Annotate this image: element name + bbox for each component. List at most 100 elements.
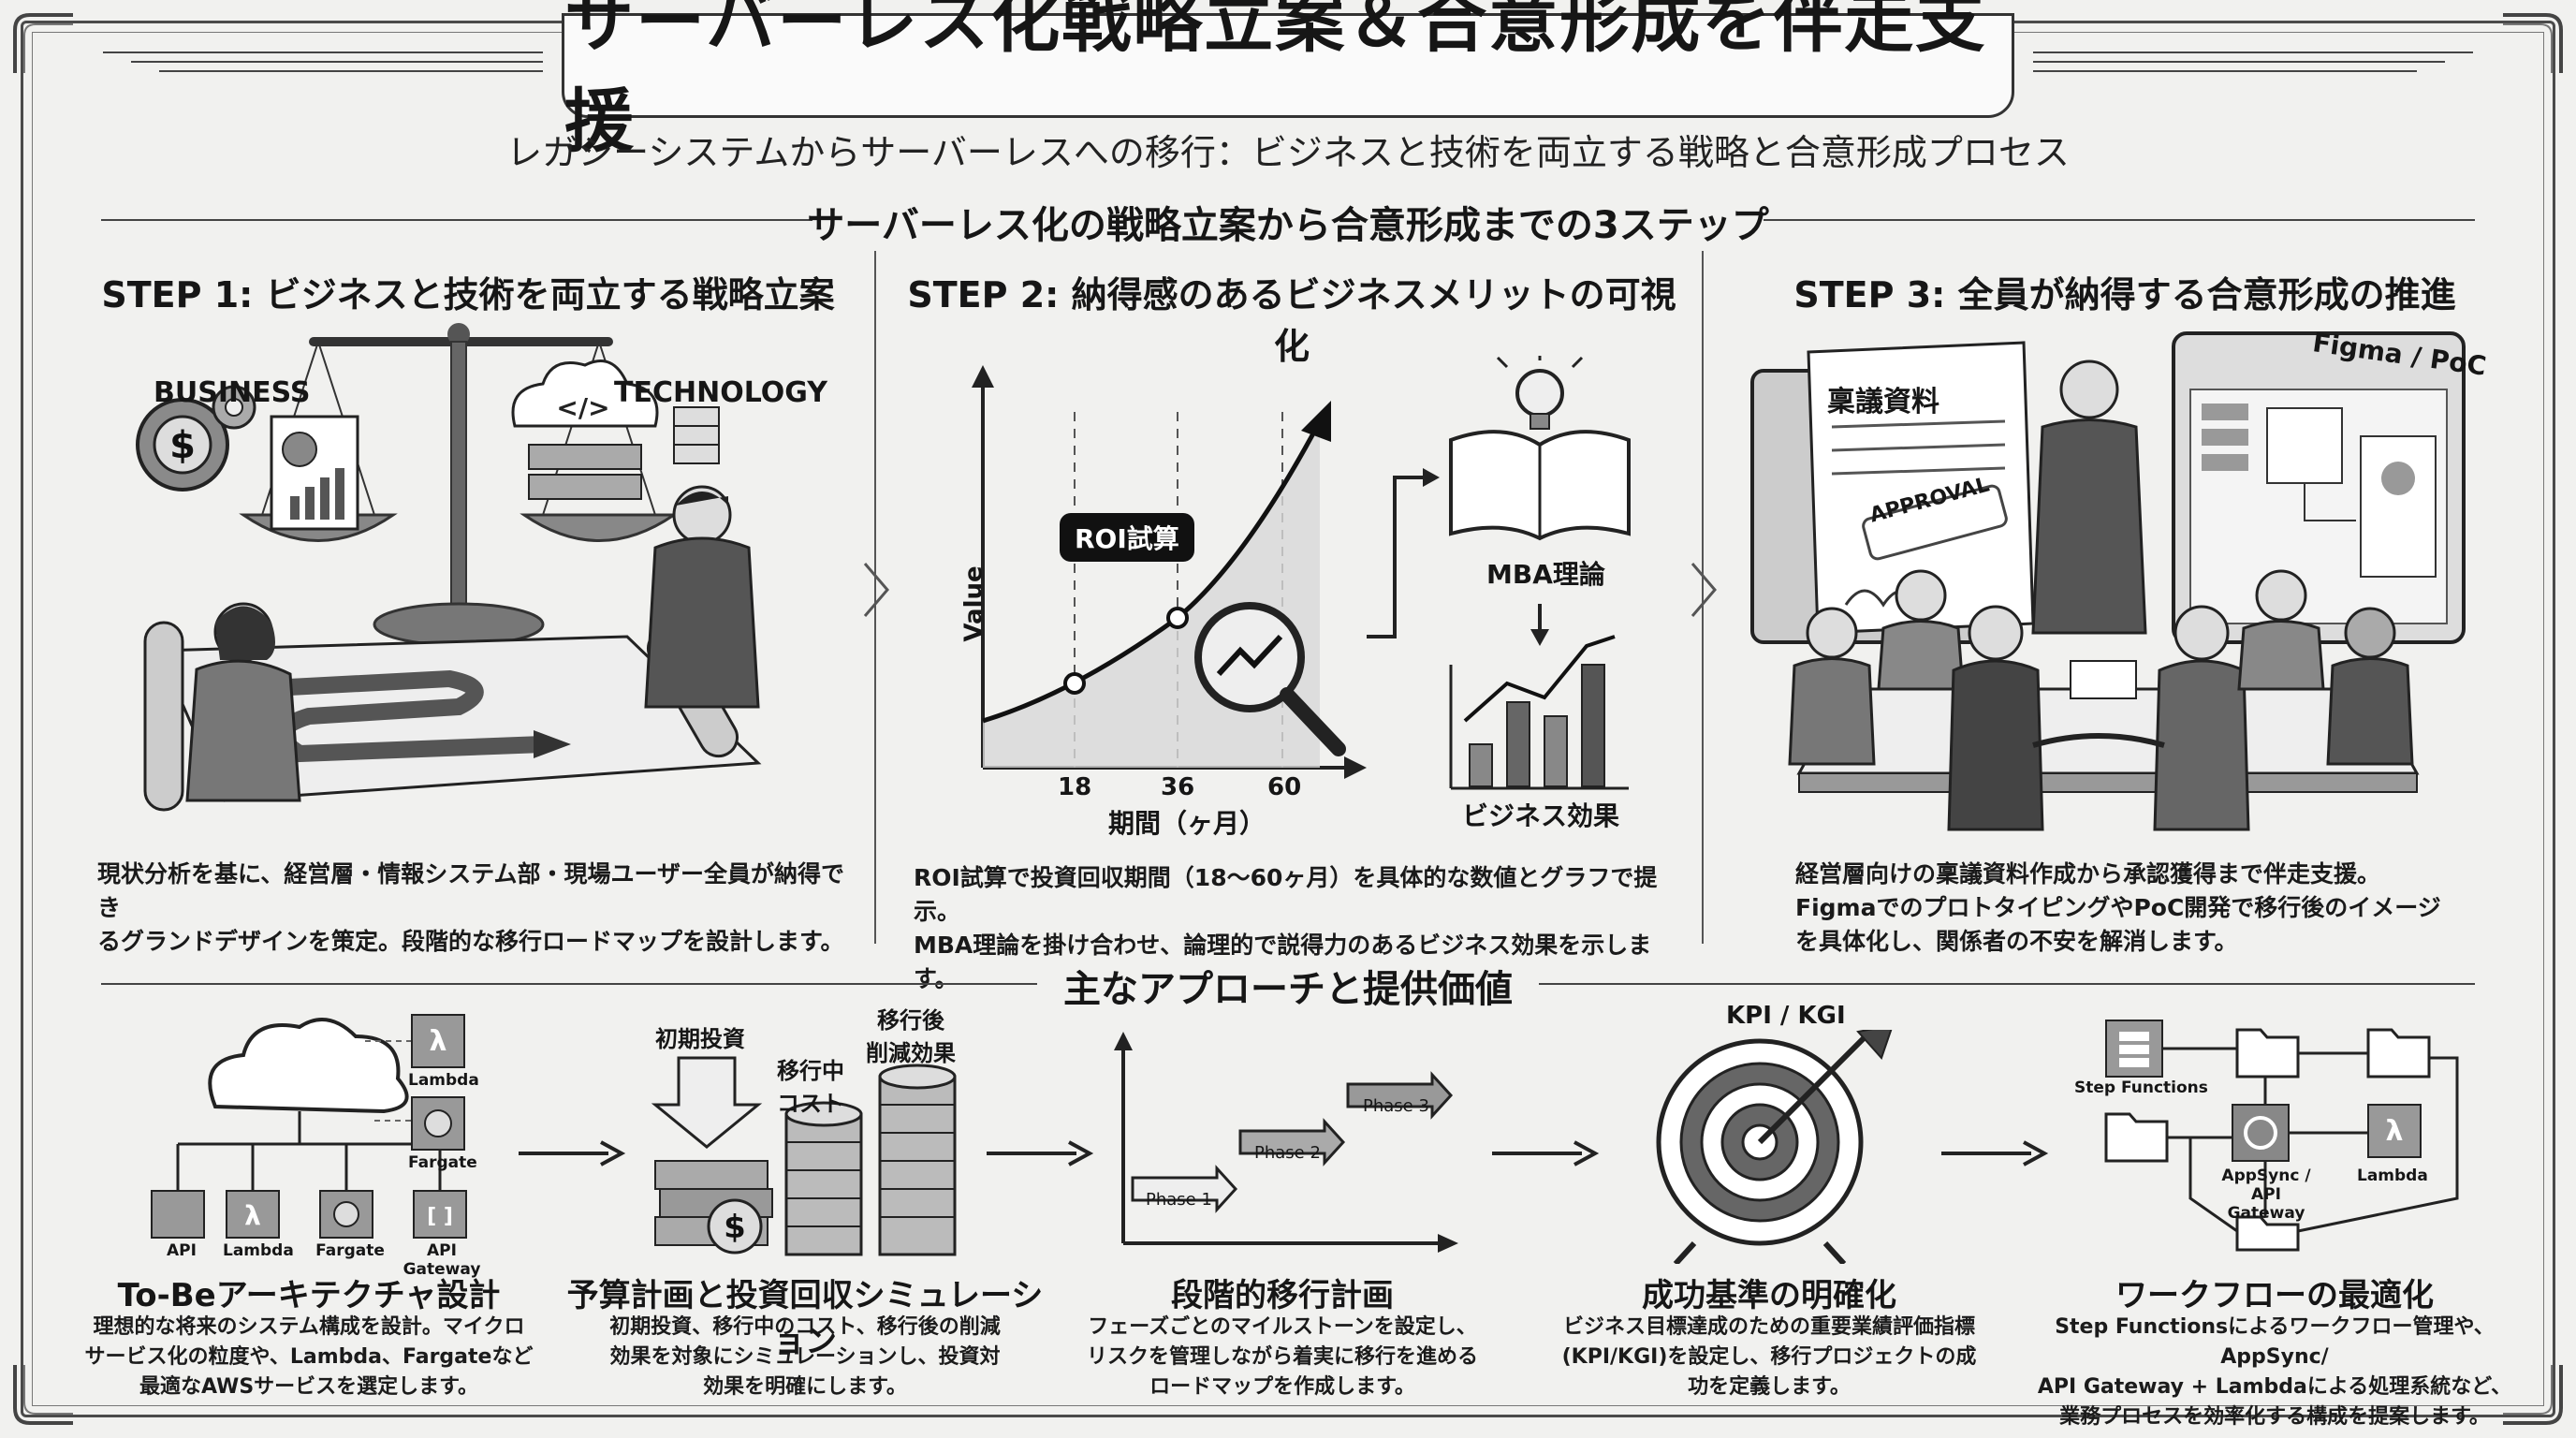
flow-arrow-4 <box>1941 1140 2049 1167</box>
roi-callout: ROI試算 <box>1060 513 1194 562</box>
appsync-label: AppSync / API Gateway <box>2221 1167 2311 1223</box>
approach2-description: 初期投資、移行中のコスト、移行後の削減 効果を対象にシミュレーションし、投資対 … <box>609 1315 1001 1399</box>
lambda-icon-2 <box>226 1190 280 1239</box>
approach4-description: ビジネス目標達成のための重要業績評価指標 (KPI/KGI)を設定し、移行プロジ… <box>1561 1315 1977 1399</box>
page-title: サーバーレス化戦略立案＆合意形成を伴走支援 <box>564 0 1987 162</box>
title-decor-lines-right <box>2033 51 2473 72</box>
phase1-arrow <box>1131 1165 1238 1213</box>
man-planner-figure <box>644 485 760 709</box>
step-functions-label: Step Functions <box>2074 1078 2208 1097</box>
woman-planner-figure <box>185 602 301 802</box>
kpi-kgi-label: KPI / KGI <box>1726 1002 1846 1030</box>
section-rule-left <box>101 219 812 221</box>
lambda-workflow-label: Lambda <box>2357 1167 2428 1185</box>
icon-label-lambda-2: Lambda <box>223 1241 294 1260</box>
title-decor-lines-left <box>103 51 543 72</box>
phase3-arrow <box>1346 1071 1454 1120</box>
approach4-title: 成功基準の明確化 <box>1642 1277 1896 1314</box>
approach3-description: フェーズごとのマイルストーンを設定し、 リスクを管理しながら着実に移行を進める … <box>1086 1315 1478 1399</box>
business-effect-label: ビジネス効果 <box>1462 800 1620 831</box>
chart-x-axis-label: 期間（ヶ月） <box>1108 808 1266 839</box>
cloud-code-icon: </> <box>511 360 720 500</box>
book-lightbulb-icon <box>1449 356 1631 541</box>
workflow-diagram: λ <box>2104 1020 2459 1252</box>
approach3-title: 段階的移行計画 <box>1171 1277 1394 1314</box>
chart-x-tick-36: 36 <box>1161 773 1195 801</box>
meeting-participants-figures <box>1788 569 2414 831</box>
icon-label-api-gateway: API Gateway <box>402 1241 481 1279</box>
business-label: BUSINESS <box>154 376 311 409</box>
svg-text:λ: λ <box>430 1025 447 1058</box>
kpi-target-illustration <box>1656 1030 1893 1264</box>
corner-ornament-top-right <box>2503 13 2563 73</box>
step2-description: ROI試算で投資回収期間（18〜60ヶ月）を具体的な数値とグラフで提示。 MBA… <box>914 864 1658 992</box>
folder-icon-2 <box>2104 1112 2169 1163</box>
report-document-icon <box>270 415 359 531</box>
folder-icon-1 <box>2235 1028 2300 1078</box>
step3-description: 経営層向けの稟議資料作成から承認獲得まで伴走支援。 Figmaでのプロトタイピン… <box>1795 860 2441 955</box>
svg-text:</>: </> <box>556 392 609 423</box>
business-effect-bars-icon <box>1449 635 1629 790</box>
flow-arrow-2 <box>987 1140 1094 1167</box>
budget-coins-illustration: $ <box>651 1056 957 1256</box>
coin-stack-tall-icon <box>878 1064 957 1256</box>
corner-ornament-top-left <box>13 13 73 73</box>
column-divider-2 <box>1702 251 1704 944</box>
api-icon <box>151 1190 205 1239</box>
technology-label: TECHNOLOGY <box>614 376 827 409</box>
chart-x-tick-60: 60 <box>1267 773 1302 801</box>
approach1-description: 理想的な将来のシステム構成を設計。マイクロ サービス化の粒度や、Lambda、F… <box>84 1315 534 1399</box>
chart-y-axis-label: Value <box>959 565 988 642</box>
step1-description: 現状分析を基に、経営層・情報システム部・現場ユーザー全員が納得でき るグランドデ… <box>97 860 845 955</box>
after-savings-label: 移行後 削減効果 <box>866 1007 956 1066</box>
gear-dollar-icon: $ <box>136 385 256 492</box>
folder-icon-3 <box>2366 1028 2431 1078</box>
flow-arrow-1 <box>519 1140 626 1167</box>
phase2-arrow <box>1238 1118 1346 1167</box>
api-gateway-icon <box>413 1190 467 1239</box>
approach5-description: Step Functionsによるワークフロー管理や、AppSync/ API … <box>2037 1315 2512 1429</box>
flow-arrow-3 <box>1492 1140 1600 1167</box>
corner-ornament-bottom-left <box>13 1365 73 1425</box>
magnifier-trend-icon <box>1194 602 1346 756</box>
mba-label: MBA理論 <box>1486 559 1605 590</box>
phase3-label: Phase 3 <box>1363 1096 1429 1116</box>
approach5-title: ワークフローの最適化 <box>2115 1277 2434 1314</box>
mid-cost-label: 移行中 コスト <box>777 1058 844 1117</box>
phase-roadmap-chart <box>1114 1032 1458 1253</box>
approach2-title: 予算計画と投資回収シミュレーション <box>566 1277 1044 1360</box>
steps-section-heading: サーバーレス化の戦略立案から合意形成までの3ステップ <box>807 204 1769 247</box>
section-rule-right <box>1764 219 2475 221</box>
phase1-label: Phase 1 <box>1146 1190 1212 1210</box>
column-divider-1 <box>874 251 876 944</box>
appsync-icon <box>2232 1104 2290 1162</box>
icon-label-fargate-2: Fargate <box>315 1241 385 1260</box>
step3-illustration <box>1750 331 2466 831</box>
chart-x-tick-18: 18 <box>1058 773 1092 801</box>
svg-text:λ: λ <box>244 1200 261 1231</box>
step2-title: STEP 2: 納得感のあるビジネスメリットの可視化 <box>907 274 1676 367</box>
title-banner: サーバーレス化戦略立案＆合意形成を伴走支援 <box>562 0 2014 162</box>
corner-ornament-bottom-right <box>2503 1365 2563 1425</box>
cloud-icon <box>208 1018 409 1114</box>
tobe-architecture-diagram: λ λ [ ] <box>151 1014 467 1239</box>
approach1-title: To-Beアーキテクチャ設計 <box>117 1277 501 1314</box>
icon-label-fargate: Fargate <box>408 1153 477 1172</box>
icon-label-lambda: Lambda <box>408 1071 479 1090</box>
step1-title: STEP 1: ビジネスと技術を両立する戦略立案 <box>101 274 835 315</box>
approach-rule-right <box>1539 983 2475 985</box>
lambda-icon <box>411 1014 465 1068</box>
svg-text:λ: λ <box>2386 1115 2404 1148</box>
page-subtitle: レガシーシステムからサーバーレスへの移行：ビジネスと技術を両立する戦略と合意形成… <box>506 132 2070 173</box>
phase2-label: Phase 2 <box>1254 1143 1321 1163</box>
approval-document-label: 稟議資料 <box>1827 386 1939 418</box>
step2-illustration <box>972 356 1631 790</box>
divider-chevron-1 <box>863 563 889 617</box>
initial-investment-label: 初期投資 <box>655 1026 745 1052</box>
divider-chevron-2 <box>1690 563 1717 617</box>
cash-stack-icon: $ <box>654 1160 773 1255</box>
down-arrow-icon <box>651 1056 763 1149</box>
approach-section-heading: 主なアプローチと提供価値 <box>1063 968 1513 1011</box>
presenter-figure <box>2031 360 2147 635</box>
step3-title: STEP 3: 全員が納得する合意形成の推進 <box>1793 274 2456 315</box>
